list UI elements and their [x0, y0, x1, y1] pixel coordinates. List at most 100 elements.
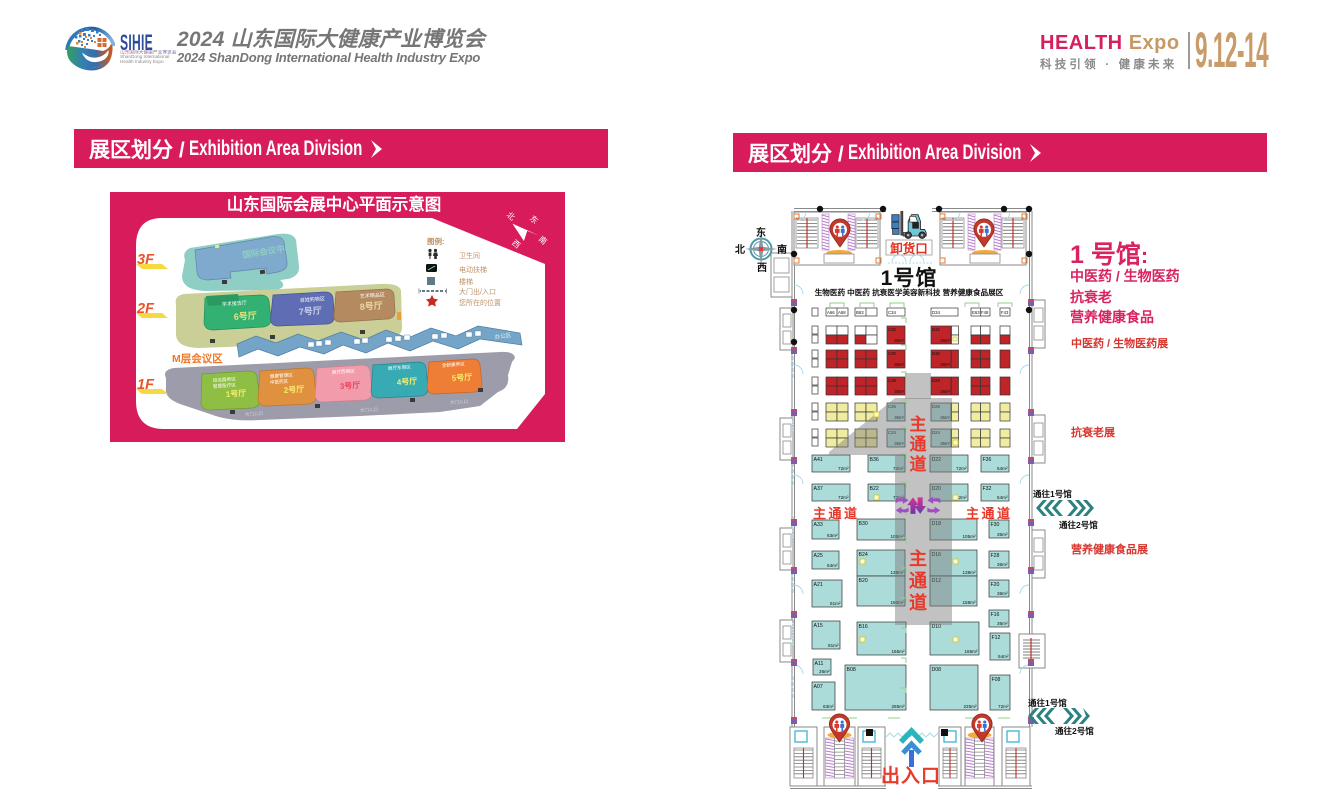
svg-text:D16: D16: [932, 552, 942, 558]
svg-text:通: 通: [910, 435, 927, 454]
svg-text:54m²: 54m²: [998, 654, 1009, 659]
svg-text:B08: B08: [847, 667, 856, 673]
svg-text:道: 道: [910, 454, 927, 474]
svg-text:36m²: 36m²: [894, 362, 904, 367]
svg-text:26m²: 26m²: [819, 669, 830, 674]
svg-text:63m²: 63m²: [823, 704, 834, 709]
svg-text:C30: C30: [888, 351, 896, 356]
svg-text:36m²: 36m²: [894, 441, 904, 446]
svg-text:B16: B16: [859, 624, 868, 630]
svg-text:F28: F28: [991, 553, 1000, 559]
svg-text:72m²: 72m²: [893, 495, 904, 500]
svg-text:西: 西: [510, 238, 522, 250]
svg-text:A21: A21: [814, 582, 823, 588]
svg-text:大门入口: 大门入口: [245, 410, 263, 418]
svg-text:D28: D28: [932, 378, 940, 383]
svg-text:卫生间: 卫生间: [459, 251, 480, 260]
svg-text:72m²: 72m²: [998, 704, 1009, 709]
svg-text:智慧医疗区: 智慧医疗区: [213, 381, 237, 390]
svg-text:F30: F30: [991, 522, 1000, 528]
svg-text:63m²: 63m²: [827, 533, 838, 538]
svg-text:D32: D32: [932, 327, 940, 332]
svg-text:您所在的位置: 您所在的位置: [459, 298, 501, 307]
svg-text:36m²: 36m²: [997, 532, 1008, 537]
svg-text:36m²: 36m²: [997, 562, 1008, 567]
svg-text:D20: D20: [932, 486, 942, 492]
svg-text:F12: F12: [992, 635, 1001, 641]
svg-text:A37: A37: [814, 486, 823, 492]
svg-text:B36: B36: [870, 457, 879, 463]
svg-text:165m²: 165m²: [964, 649, 977, 654]
svg-text:72m²: 72m²: [838, 495, 849, 500]
svg-text:225m²: 225m²: [963, 704, 976, 709]
svg-text:展厅东侧区: 展厅东侧区: [388, 363, 412, 372]
svg-text:36m²: 36m²: [997, 621, 1008, 626]
svg-text:楼梯: 楼梯: [459, 277, 473, 286]
svg-text:105m²: 105m²: [962, 534, 975, 539]
svg-text:B30: B30: [859, 521, 868, 527]
svg-text:C34: C34: [888, 310, 896, 315]
svg-text:综合服务区: 综合服务区: [213, 375, 237, 384]
svg-text:D12: D12: [932, 578, 942, 584]
svg-text:展厅西侧区: 展厅西侧区: [332, 367, 356, 376]
svg-text:A41: A41: [814, 457, 823, 463]
svg-text:大门入口: 大门入口: [450, 398, 468, 406]
svg-text:36m²: 36m²: [940, 441, 950, 446]
svg-text:36m²: 36m²: [940, 415, 950, 420]
svg-text:C24: C24: [888, 430, 896, 435]
svg-text:D26: D26: [932, 404, 940, 409]
svg-text:A33: A33: [814, 522, 823, 528]
svg-text:72m²: 72m²: [956, 495, 967, 500]
svg-text:全龄康养区: 全龄康养区: [442, 360, 466, 369]
svg-text:A11: A11: [815, 661, 824, 667]
svg-text:艺术精品区: 艺术精品区: [360, 291, 385, 300]
svg-text:54m²: 54m²: [997, 495, 1008, 500]
svg-text:F16: F16: [991, 612, 1000, 618]
svg-text:165m²: 165m²: [891, 649, 904, 654]
svg-text:北: 北: [505, 210, 517, 222]
svg-text:卸货口: 卸货口: [890, 241, 928, 256]
svg-text:A15: A15: [814, 623, 823, 629]
svg-text:C26: C26: [888, 404, 896, 409]
svg-text:主: 主: [909, 548, 927, 569]
svg-text:D18: D18: [932, 521, 942, 527]
svg-text:138m²: 138m²: [962, 570, 975, 575]
svg-text:72m²: 72m²: [838, 466, 849, 471]
svg-text:办公区: 办公区: [494, 331, 512, 341]
svg-text:150m²: 150m²: [890, 600, 903, 605]
svg-text:2F: 2F: [136, 301, 155, 317]
svg-text:F08: F08: [992, 677, 1001, 683]
svg-text:F32: F32: [983, 486, 992, 492]
svg-text:36m²: 36m²: [997, 591, 1008, 596]
svg-text:电动扶梯: 电动扶梯: [459, 265, 487, 274]
svg-text:26m²: 26m²: [940, 362, 950, 367]
svg-text:138m²: 138m²: [890, 570, 903, 575]
svg-text:F43: F43: [1001, 310, 1009, 315]
svg-text:健康管理区: 健康管理区: [270, 371, 294, 380]
svg-text:A07: A07: [814, 684, 823, 690]
svg-text:81m²: 81m²: [830, 601, 841, 606]
svg-text:A58: A58: [838, 310, 846, 315]
svg-text:C32: C32: [888, 327, 896, 332]
svg-text:通: 通: [909, 571, 927, 591]
svg-text:105m²: 105m²: [890, 534, 903, 539]
svg-text:3F: 3F: [137, 252, 155, 268]
svg-text:M层会议区: M层会议区: [172, 352, 223, 365]
svg-text:81m²: 81m²: [828, 643, 839, 648]
svg-text:F48: F48: [981, 310, 989, 315]
svg-text:3号厅: 3号厅: [340, 381, 361, 391]
svg-text:E63: E63: [972, 310, 980, 315]
svg-text:5号厅: 5号厅: [452, 373, 473, 383]
svg-text:D30: D30: [932, 351, 940, 356]
svg-text:出入口: 出入口: [881, 764, 941, 787]
svg-text:中医药区: 中医药区: [270, 378, 289, 386]
svg-text:A66: A66: [827, 310, 835, 315]
svg-text:东: 东: [756, 226, 766, 239]
svg-text:B20: B20: [859, 578, 868, 584]
svg-text:4号厅: 4号厅: [397, 377, 418, 387]
svg-text:1F: 1F: [137, 377, 155, 393]
svg-text:6号厅: 6号厅: [233, 310, 257, 322]
svg-text:主通道: 主通道: [813, 506, 860, 521]
svg-text:2号厅: 2号厅: [284, 385, 305, 395]
svg-text:西: 西: [757, 262, 767, 274]
